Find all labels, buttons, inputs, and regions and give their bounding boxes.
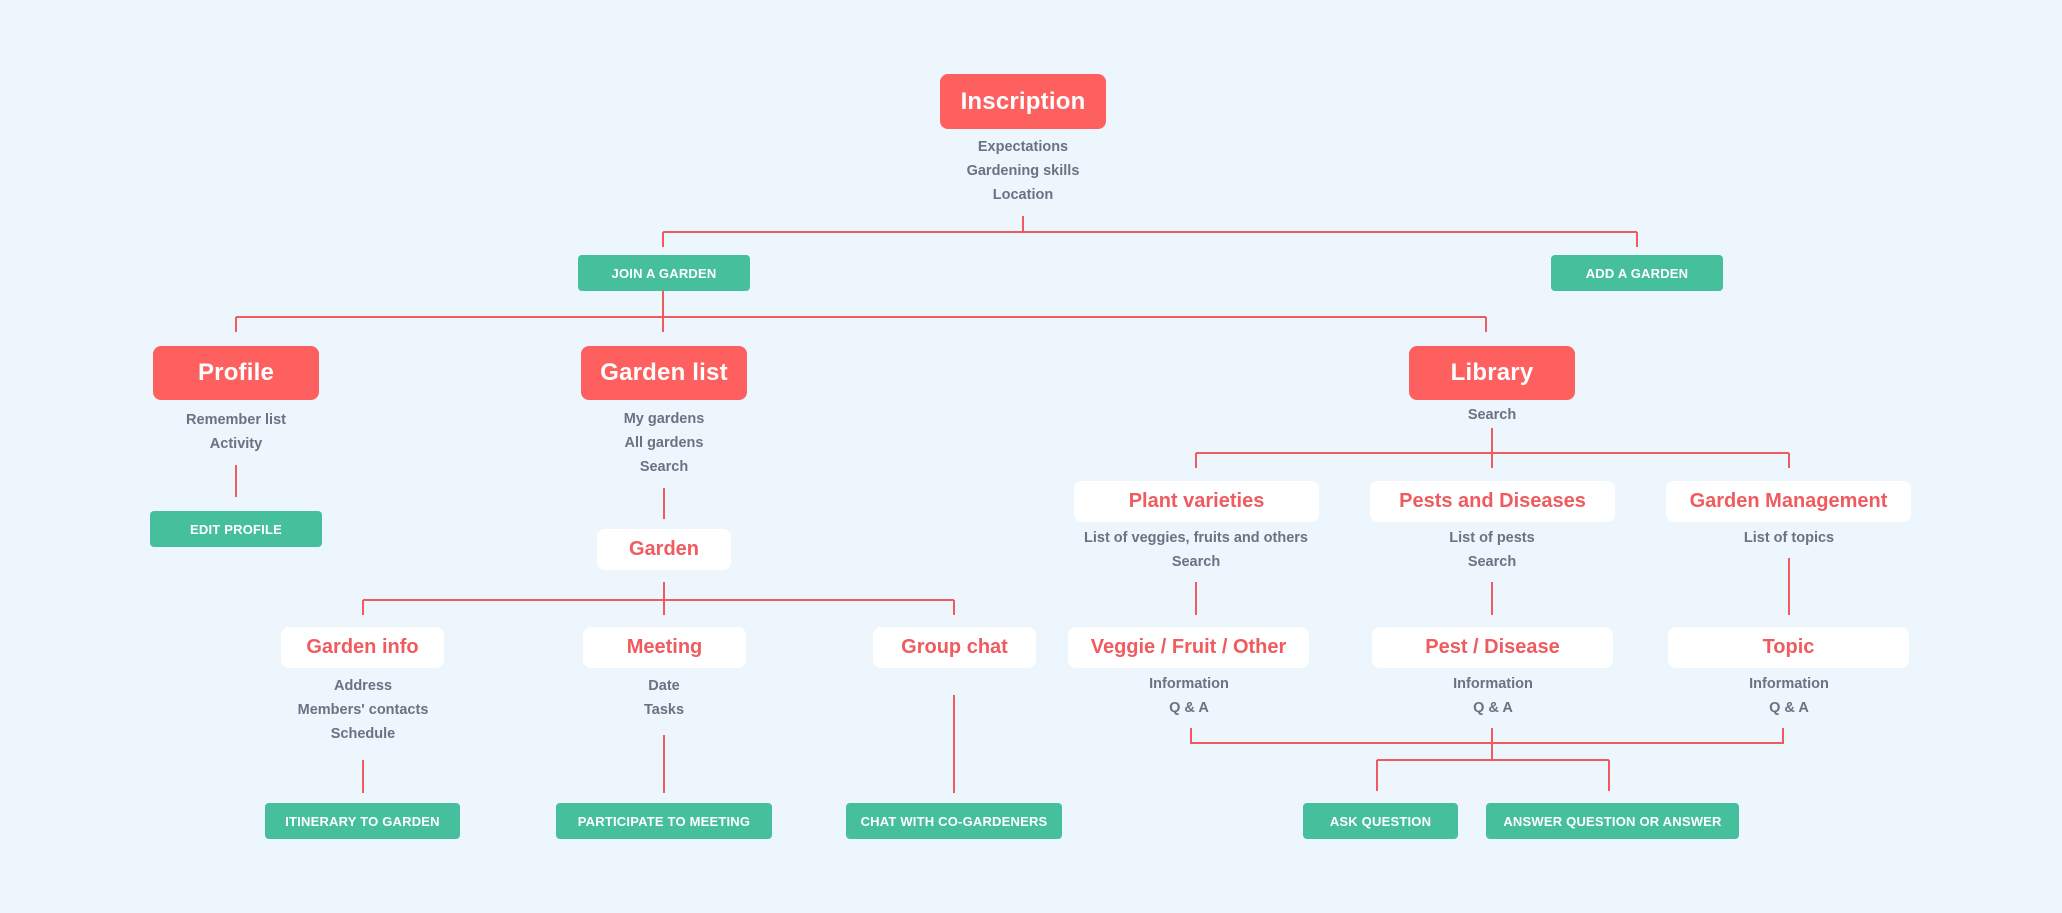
participate-to-meeting-button[interactable]: PARTICIPATE TO MEETING [556,803,772,839]
pest-disease-item: Information [1453,676,1533,692]
meeting-node: Meeting [583,627,746,668]
chat-with-co-gardeners-button[interactable]: CHAT WITH CO-GARDENERS [846,803,1062,839]
meeting-details: Date Tasks [514,674,814,722]
library-node: Library [1409,346,1575,400]
add-garden-button[interactable]: ADD A GARDEN [1551,255,1723,291]
plant-varieties-details: List of veggies, fruits and others Searc… [1046,526,1346,574]
connector-garden [362,582,955,615]
veggie-fruit-other-node: Veggie / Fruit / Other [1068,627,1309,668]
pests-diseases-details: List of pests Search [1342,526,1642,574]
topic-node: Topic [1668,627,1909,668]
garden-list-item: Search [639,459,689,475]
veggie-fruit-other-item: Information [1149,676,1229,692]
inscription-item: Expectations [977,139,1069,155]
topic-details: Information Q & A [1639,672,1939,720]
garden-list-details: My gardens All gardens Search [514,407,814,479]
profile-details: Remember list Activity [86,408,386,456]
pests-diseases-node: Pests and Diseases [1370,481,1615,522]
garden-list-item: My gardens [623,411,705,427]
inscription-node: Inscription [940,74,1106,129]
library-details: Search [1342,403,1642,427]
connector-library [1195,428,1790,468]
profile-item: Activity [209,436,263,452]
inscription-item: Location [992,187,1054,203]
garden-info-item: Address [333,678,393,694]
answer-question-button[interactable]: ANSWER QUESTION OR ANSWER [1486,803,1739,839]
veggie-fruit-other-details: Information Q & A [1039,672,1339,720]
ask-question-button[interactable]: ASK QUESTION [1303,803,1458,839]
edit-profile-button[interactable]: EDIT PROFILE [150,511,322,547]
garden-list-item: All gardens [624,435,704,451]
pest-disease-details: Information Q & A [1343,672,1643,720]
meeting-item: Tasks [643,702,685,718]
connector-qa [1190,728,1784,791]
garden-management-node: Garden Management [1666,481,1911,522]
topic-item: Information [1749,676,1829,692]
pest-disease-item: Q & A [1473,700,1513,716]
plant-varieties-item: Search [1171,554,1221,570]
plant-varieties-item: List of veggies, fruits and others [1084,530,1308,546]
plant-varieties-node: Plant varieties [1074,481,1319,522]
veggie-fruit-other-item: Q & A [1169,700,1209,716]
garden-management-item: List of topics [1743,530,1835,546]
inscription-item: Gardening skills [966,163,1080,179]
profile-item: Remember list [186,412,286,428]
pests-diseases-item: List of pests [1449,530,1535,546]
itinerary-to-garden-button[interactable]: ITINERARY TO GARDEN [265,803,460,839]
garden-info-details: Address Members' contacts Schedule [213,674,513,746]
meeting-item: Date [648,678,680,694]
connector-inscription [662,216,1638,247]
garden-info-item: Members' contacts [297,702,429,718]
topic-item: Q & A [1769,700,1809,716]
join-garden-button[interactable]: JOIN A GARDEN [578,255,750,291]
pests-diseases-item: Search [1467,554,1517,570]
garden-node: Garden [597,529,731,570]
garden-info-item: Schedule [330,726,396,742]
garden-info-node: Garden info [281,627,444,668]
inscription-details: Expectations Gardening skills Location [873,135,1173,207]
pest-disease-node: Pest / Disease [1372,627,1613,668]
garden-management-details: List of topics [1639,526,1939,550]
profile-node: Profile [153,346,319,400]
library-item: Search [1467,407,1517,423]
group-chat-node: Group chat [873,627,1036,668]
garden-list-node: Garden list [581,346,747,400]
connector-join [235,291,1487,332]
